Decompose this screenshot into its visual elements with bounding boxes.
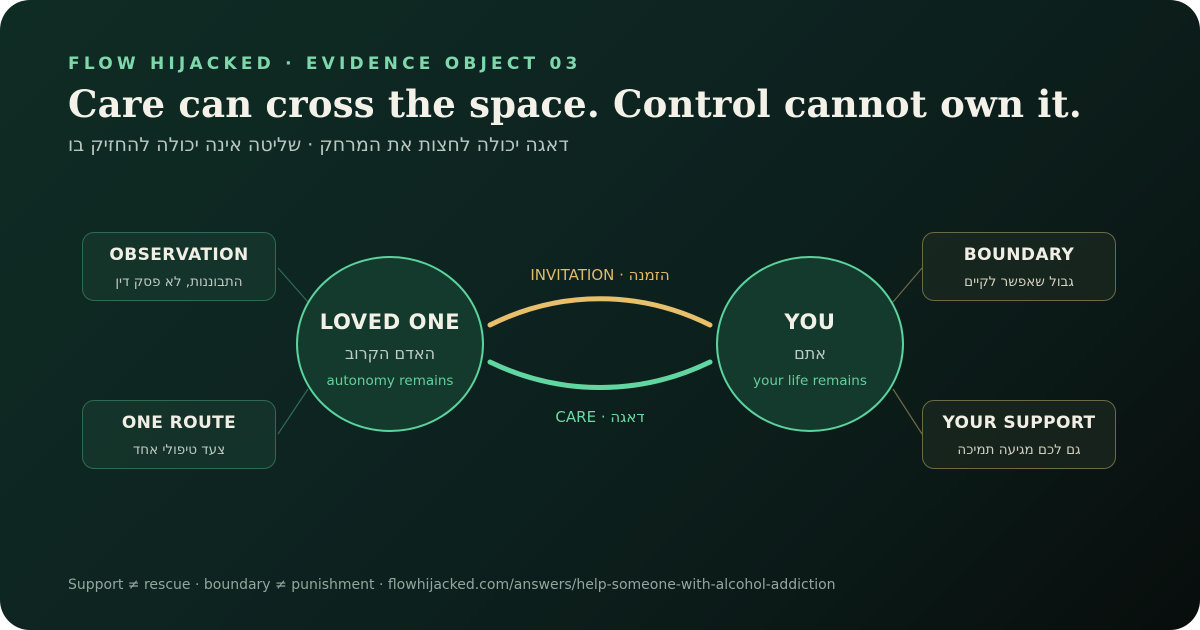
care-label: CARE · דאגה — [555, 408, 645, 426]
boundary-subtitle: גבול שאפשר לקיים — [964, 274, 1074, 290]
loved-one-hebrew: האדם הקרוב — [344, 344, 436, 363]
loved-one-title: LOVED ONE — [319, 310, 461, 334]
observation-subtitle: התבוננות, לא פסק דין — [115, 274, 243, 290]
observation-box: OBSERVATION התבוננות, לא פסק דין — [82, 232, 276, 301]
loved-one-note: autonomy remains — [326, 373, 454, 389]
one-route-connector — [277, 388, 309, 435]
care-arc — [487, 359, 713, 390]
one-route-title: ONE ROUTE — [121, 413, 237, 433]
your-support-connector — [892, 388, 923, 435]
boundary-title: BOUNDARY — [963, 245, 1075, 265]
eyebrow-label: FLOW HIJACKED · EVIDENCE OBJECT 03 — [68, 54, 582, 74]
page-title: Care can cross the space. Control cannot… — [68, 82, 1082, 126]
invitation-arc — [487, 296, 713, 328]
footer-note: Support ≠ rescue · boundary ≠ punishment… — [68, 577, 836, 593]
your-support-title: YOUR SUPPORT — [942, 413, 1096, 433]
invitation-label: INVITATION · הזמנה — [530, 266, 670, 284]
you-hebrew: אתם — [794, 344, 826, 363]
one-route-subtitle: צעד טיפולי אחד — [132, 442, 226, 458]
loved-one-node: LOVED ONE האדם הקרוב autonomy remains — [296, 256, 484, 432]
observation-connector — [277, 267, 309, 303]
boundary-box: BOUNDARY גבול שאפשר לקיים — [922, 232, 1116, 301]
observation-title: OBSERVATION — [109, 245, 249, 265]
your-support-subtitle: גם לכם מגיעה תמיכה — [957, 442, 1081, 458]
you-title: YOU — [784, 310, 836, 334]
boundary-connector — [892, 267, 923, 303]
your-support-box: YOUR SUPPORT גם לכם מגיעה תמיכה — [922, 400, 1116, 469]
you-node: YOU אתם your life remains — [716, 256, 904, 432]
one-route-box: ONE ROUTE צעד טיפולי אחד — [82, 400, 276, 469]
page-subtitle: דאגה יכולה לחצות את המרחק · שליטה אינה י… — [68, 134, 569, 156]
you-note: your life remains — [753, 373, 867, 389]
